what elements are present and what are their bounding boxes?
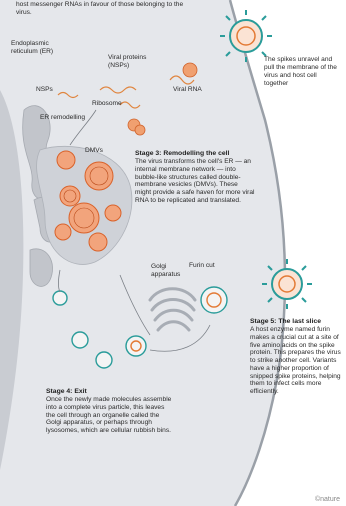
label-er-remodelling: ER remodelling xyxy=(40,114,85,122)
intro-text: host messenger RNAs in favour of those b… xyxy=(16,1,186,17)
label-golgi: Golgi apparatus xyxy=(151,263,187,279)
label-ribosome: Ribosome xyxy=(92,100,122,108)
stage4-body: Once the newly made molecules assemble i… xyxy=(46,396,174,435)
stage4-block: Stage 4: Exit Once the newly made molecu… xyxy=(46,388,174,435)
label-viral-rna: Viral RNA xyxy=(173,86,202,94)
stage3-body: The virus transforms the cell's ER — an … xyxy=(135,158,255,205)
label-viral-proteins: Viral proteins (NSPs) xyxy=(108,54,153,70)
spikes-note: The spikes unravel and pull the membrane… xyxy=(264,56,340,88)
stage3-block: Stage 3: Remodelling the cell The virus … xyxy=(135,150,255,205)
stage4-heading: Stage 4: Exit xyxy=(46,388,174,396)
stage5-block: Stage 5: The last slice A host enzyme na… xyxy=(250,318,342,396)
label-furin-cut: Furin cut xyxy=(189,262,215,270)
label-er: Endoplasmic reticulum (ER) xyxy=(11,40,69,56)
stage3-heading: Stage 3: Remodelling the cell xyxy=(135,150,255,158)
credit-label: ©nature xyxy=(315,496,340,503)
label-nsps: NSPs xyxy=(36,86,53,94)
stage5-body: A host enzyme named furin makes a crucia… xyxy=(250,326,342,396)
stage5-heading: Stage 5: The last slice xyxy=(250,318,342,326)
label-dmvs: DMVs xyxy=(85,147,103,155)
